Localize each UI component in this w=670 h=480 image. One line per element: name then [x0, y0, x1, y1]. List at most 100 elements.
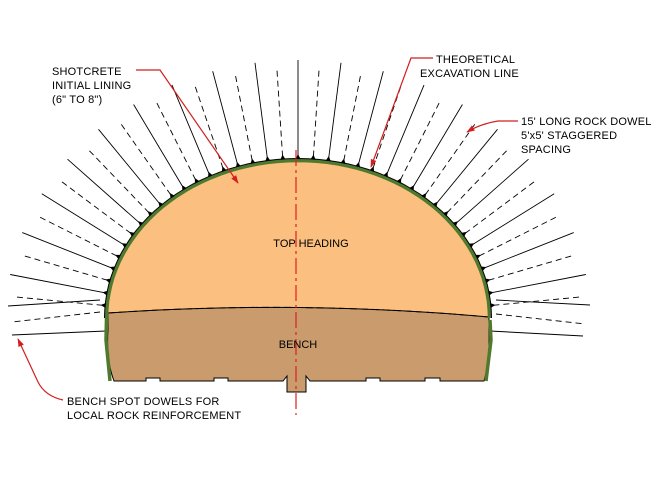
triangle-plate-icon	[265, 156, 271, 162]
rock-dowel	[98, 129, 160, 204]
triangle-plate-icon	[194, 178, 200, 184]
rock-dowel	[399, 101, 441, 181]
dowel-line-1: 15' LONG ROCK DOWEL	[521, 116, 652, 128]
rock-dowel	[436, 129, 498, 204]
dowel-line-2: 5'x5' STAGGERED	[521, 130, 617, 142]
top-heading-label: TOP HEADING	[273, 238, 348, 250]
rock-dowel	[254, 62, 268, 159]
dowel-annotation: 15' LONG ROCK DOWEL 5'x5' STAGGERED SPAC…	[521, 116, 652, 156]
triangle-plate-icon	[468, 243, 475, 248]
triangle-plate-icon	[480, 266, 487, 272]
top-heading-region	[108, 162, 489, 318]
right-bench-line	[489, 330, 584, 337]
rock-dowel	[133, 104, 184, 188]
rock-dowel	[22, 232, 112, 269]
heading-bench-division-line	[107, 306, 490, 318]
triangle-plate-icon	[138, 221, 144, 227]
triangle-plate-icon	[443, 211, 449, 217]
triangle-plate-icon	[295, 154, 301, 159]
triangle-plate-icon	[169, 193, 175, 199]
rock-dowel	[358, 71, 384, 165]
triangle-plate-icon	[490, 303, 496, 308]
shotcrete-line-1: SHOTCRETE	[52, 66, 122, 78]
rock-dowel	[343, 74, 362, 161]
rock-dowel	[14, 296, 103, 306]
dowel-line-3: SPACING	[521, 144, 571, 156]
triangle-plate-icon	[488, 290, 494, 296]
rock-dowel	[38, 215, 118, 257]
rock-dowel	[234, 74, 253, 161]
triangle-plate-icon	[109, 266, 116, 272]
triangle-plate-icon	[461, 231, 467, 237]
dowel-plates	[100, 154, 496, 308]
excavation-leader	[370, 57, 433, 168]
bench-dowels-leader	[17, 338, 64, 401]
shotcrete-line-3: (6" TO 8")	[52, 94, 102, 106]
rock-dowel	[60, 180, 132, 234]
rock-dowel	[446, 148, 509, 214]
triangle-plate-icon	[105, 278, 111, 284]
triangle-plate-icon	[452, 221, 458, 227]
rock-dowel	[386, 84, 425, 174]
rock-dowel	[328, 62, 342, 159]
triangle-plate-icon	[158, 201, 164, 208]
triangle-plate-icon	[121, 243, 128, 248]
bench-dowels-line-1: BENCH SPOT DOWELS FOR	[67, 396, 220, 408]
rock-dowel	[155, 101, 197, 181]
triangle-plate-icon	[129, 231, 135, 237]
bench-dowels-line-2: LOCAL ROCK REINFORCEMENT	[67, 410, 241, 422]
shotcrete-annotation: SHOTCRETE INITIAL LINING (6" TO 8")	[52, 66, 131, 106]
triangle-plate-icon	[383, 171, 388, 178]
rock-dowel	[456, 158, 529, 224]
triangle-plate-icon	[432, 201, 438, 208]
rock-dowel	[67, 158, 140, 224]
triangle-plate-icon	[147, 211, 153, 217]
triangle-plate-icon	[235, 162, 241, 168]
rock-dowel-lines	[7, 60, 591, 325]
bench-label: BENCH	[279, 339, 318, 351]
excavation-line-1: THEORETICAL	[436, 54, 515, 66]
dowel-leader	[466, 120, 518, 133]
rock-dowel	[312, 68, 320, 157]
rock-dowel	[484, 232, 574, 269]
rock-dowel	[491, 274, 586, 294]
rock-dowel	[276, 68, 284, 157]
rock-dowel	[11, 311, 101, 323]
rock-dowel	[87, 148, 150, 214]
rock-dowel	[488, 255, 574, 281]
triangle-plate-icon	[182, 185, 187, 191]
rock-dowel	[472, 193, 555, 245]
triangle-plate-icon	[409, 185, 414, 191]
triangle-plate-icon	[280, 154, 286, 160]
rock-dowel	[10, 274, 105, 294]
triangle-plate-icon	[102, 290, 108, 296]
rock-dowel	[424, 122, 477, 196]
triangle-plate-icon	[355, 162, 361, 168]
rock-dowel	[119, 122, 172, 196]
rock-dowel	[22, 255, 108, 281]
triangle-plate-icon	[100, 303, 106, 308]
triangle-plate-icon	[485, 278, 491, 284]
triangle-plate-icon	[396, 178, 402, 184]
rock-dowel	[412, 104, 463, 188]
triangle-plate-icon	[325, 156, 331, 162]
rock-dowel	[495, 313, 586, 325]
rock-dowel	[464, 180, 536, 234]
shotcrete-lining	[104, 158, 493, 382]
rock-dowel	[41, 193, 124, 245]
rock-dowel	[493, 296, 582, 306]
rock-dowel	[495, 299, 591, 306]
shotcrete-leader	[136, 69, 239, 184]
rock-dowel	[478, 215, 558, 257]
triangle-plate-icon	[115, 254, 121, 260]
excavation-annotation: THEORETICAL EXCAVATION LINE	[420, 54, 519, 80]
triangle-plate-icon	[310, 154, 316, 160]
shotcrete-line-2: INITIAL LINING	[52, 80, 131, 92]
excavation-line-2: EXCAVATION LINE	[420, 68, 519, 80]
triangle-plate-icon	[340, 158, 346, 164]
triangle-plate-icon	[208, 171, 213, 178]
rock-dowel	[212, 71, 238, 165]
rock-dowel	[7, 299, 101, 307]
rock-dowel	[171, 84, 210, 174]
